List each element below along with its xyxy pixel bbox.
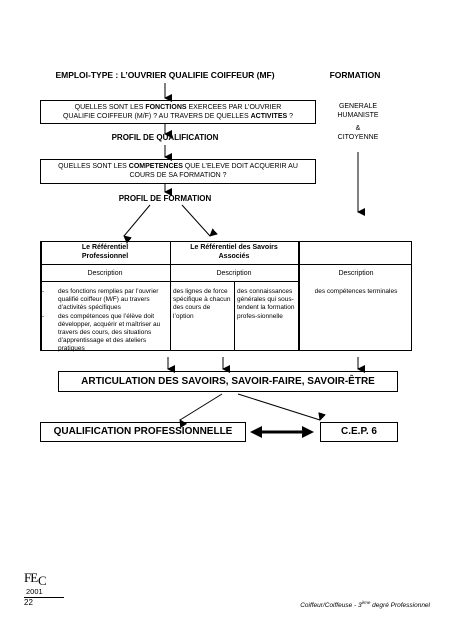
fesec-logo: FE C 2001	[24, 570, 47, 596]
profil-qualification-label: PROFIL DE QUALIFICATION	[111, 133, 219, 142]
cep-box: C.E.P. 6	[320, 422, 398, 442]
qualification-box: QUALIFICATION PROFESSIONNELLE	[40, 422, 246, 442]
footer-course-label: Coiffeur/Coiffeuse - 3ème degré Professi…	[300, 600, 430, 610]
formation-description: GENERALE HUMANISTE & CITOYENNE	[337, 103, 379, 141]
page-title: EMPLOI-TYPE : L’OUVRIER QUALIFIE COIFFEU…	[55, 70, 275, 80]
col2-text: des lignes de force spécifique à chacun …	[173, 288, 231, 320]
description-label-2: Description	[216, 270, 252, 277]
description-label-1: Description	[87, 270, 123, 277]
competences-question-box: QUELLES SONT LES COMPETENCES QUE L’ELEVE…	[40, 159, 316, 184]
col3-text: des connaissances générales qui sous-ten…	[237, 288, 295, 320]
fonctions-question-box: QUELLES SONT LES FONCTIONS EXERCEES PAR …	[40, 100, 316, 124]
profil-formation-label: PROFIL DE FORMATION	[118, 194, 212, 203]
col4-text: des compétences terminales	[314, 288, 398, 295]
articulation-box: ARTICULATION DES SAVOIRS, SAVOIR-FAIRE, …	[58, 371, 398, 392]
page-number: 22	[24, 598, 33, 607]
description-label-3: Description	[338, 270, 374, 277]
footer-rule	[24, 597, 64, 598]
col1-list: -des fonctions remplies par l’ouvrier qu…	[42, 288, 161, 353]
formation-heading: FORMATION	[329, 70, 381, 80]
year-label: 2001	[26, 587, 43, 596]
